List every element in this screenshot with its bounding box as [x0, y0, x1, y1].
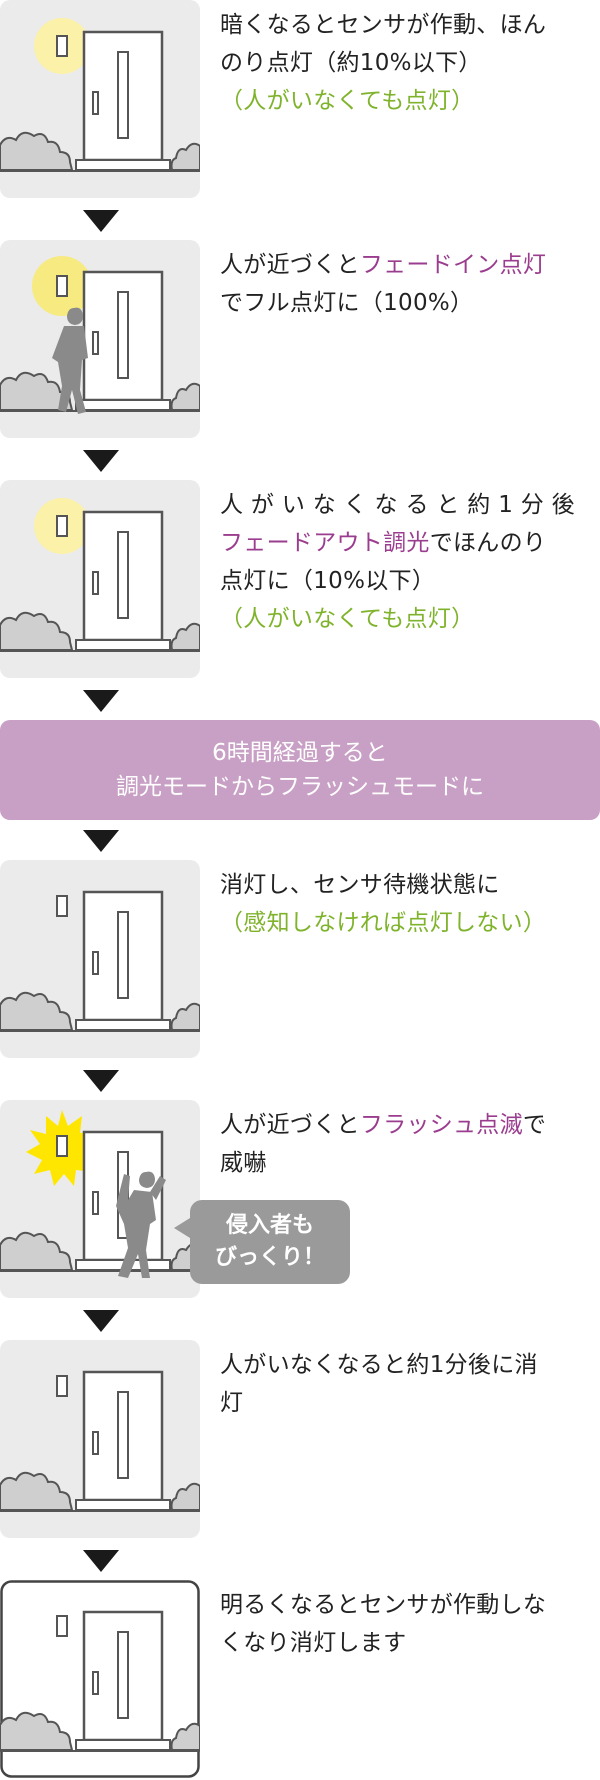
bubble-line-1: 侵入者も: [225, 1213, 314, 1238]
banner-line-1: 6時間経過すると: [212, 740, 388, 766]
mode-switch-banner: 6時間経過すると 調光モードからフラッシュモードに: [0, 720, 600, 820]
text-line: 威嚇: [220, 1150, 267, 1176]
text-line: 暗くなるとセンサが作動、ほん: [220, 12, 547, 38]
step-5-text: 人が近づくとフラッシュ点滅で 威嚇: [220, 1106, 600, 1182]
step-7-text: 明るくなるとセンサが作動しな くなり消灯します: [220, 1586, 600, 1662]
text-line: のり点灯（約10%以下）: [220, 50, 482, 76]
text-line: でフル点灯に（100%）: [220, 290, 474, 316]
illustration-dim-light: [0, 0, 200, 198]
bubble-line-2: びっくり！: [214, 1245, 325, 1270]
text-line-green: （人がいなくても点灯）: [220, 88, 475, 114]
illustration-standby: [0, 860, 200, 1058]
text-line: 灯: [220, 1390, 244, 1416]
text-segment-purple: フラッシュ点滅: [359, 1112, 523, 1138]
text-line: 人がいなくなると約1分後に消: [220, 1352, 538, 1378]
text-segment-purple: フェードイン点灯: [359, 252, 547, 278]
text-segment: で: [522, 1112, 547, 1138]
illustration-off: [0, 1340, 200, 1538]
step-3-text: 人 が い な く な る と 約 1 分 後 フェードアウト調光でほんのり 点…: [220, 486, 600, 638]
illustration-fade-out: [0, 480, 200, 678]
text-line: くなり消灯します: [220, 1630, 407, 1656]
down-arrow-icon: [83, 1070, 119, 1092]
banner-line-2: 調光モードからフラッシュモードに: [116, 774, 484, 800]
text-line: 明るくなるとセンサが作動しな: [220, 1592, 547, 1618]
down-arrow-icon: [83, 210, 119, 232]
text-segment: 人が近づくと: [220, 252, 360, 278]
step-1-text: 暗くなるとセンサが作動、ほん のり点灯（約10%以下） （人がいなくても点灯）: [220, 6, 600, 120]
step-4-text: 消灯し、センサ待機状態に （感知しなければ点灯しない）: [220, 866, 600, 942]
down-arrow-icon: [83, 450, 119, 472]
text-segment: でほんのり: [429, 530, 547, 556]
illustration-daytime: [0, 1580, 200, 1778]
text-line-green: （人がいなくても点灯）: [220, 606, 475, 632]
down-arrow-icon: [83, 690, 119, 712]
text-line: 人 が い な く な る と 約 1 分 後: [220, 492, 575, 518]
speech-bubble: 侵入者も びっくり！: [174, 1200, 350, 1284]
down-arrow-icon: [83, 830, 119, 852]
down-arrow-icon: [83, 1310, 119, 1332]
step-2-text: 人が近づくとフェードイン点灯 でフル点灯に（100%）: [220, 246, 600, 322]
step-6-text: 人がいなくなると約1分後に消 灯: [220, 1346, 600, 1422]
illustration-flash: [0, 1100, 200, 1298]
text-segment-purple: フェードアウト調光: [220, 530, 430, 556]
text-line: 点灯に（10%以下）: [220, 568, 436, 594]
text-line-green: （感知しなければ点灯しない）: [220, 910, 547, 936]
illustration-full-light: [0, 240, 200, 438]
text-line: 消灯し、センサ待機状態に: [220, 872, 500, 898]
down-arrow-icon: [83, 1550, 119, 1572]
text-segment: 人が近づくと: [220, 1112, 360, 1138]
